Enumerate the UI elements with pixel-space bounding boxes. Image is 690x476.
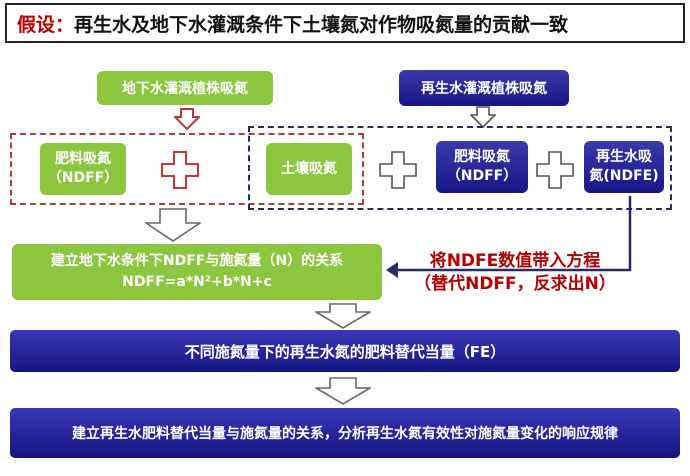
groundwater-uptake-box: 地下水灌溉植株吸氮 xyxy=(97,71,273,105)
down-arrow-icon xyxy=(174,108,200,130)
ndff-label: （NDFF） xyxy=(47,170,119,186)
equation-description: 建立地下水条件下NDFF与施氮量（N）的关系 xyxy=(50,253,344,269)
fertilizer-uptake-label: 肥料吸氮 xyxy=(454,149,510,166)
plus-icon xyxy=(378,150,418,190)
title-prefix: 假设： xyxy=(17,13,75,36)
note-line1: 将NDFE数值带入方程 xyxy=(429,251,601,271)
down-arrow-icon xyxy=(315,377,371,405)
fertilizer-uptake-label: 肥料吸氮 xyxy=(55,151,111,168)
recycled-water-uptake-box: 再生水吸 氮(NDFE) xyxy=(584,141,664,193)
groundwater-uptake-label: 地下水灌溉植株吸氮 xyxy=(122,81,248,97)
title-text: 再生水及地下水灌溉条件下土壤氮对作物吸氮量的贡献一致 xyxy=(74,13,569,36)
ndfe-label: 氮(NDFE) xyxy=(589,168,659,184)
fertilizer-uptake-box-right: 肥料吸氮 （NDFF） xyxy=(436,141,528,193)
substitution-note: 将NDFE数值带入方程 （替代NDFF，反求出N） xyxy=(400,250,630,298)
down-arrow-icon xyxy=(145,208,201,242)
recycled-uptake-box: 再生水灌溉植株吸氮 xyxy=(399,70,569,106)
down-arrow-icon xyxy=(470,106,496,128)
soil-uptake-box: 土壤吸氮 xyxy=(266,143,352,195)
soil-uptake-label: 土壤吸氮 xyxy=(281,160,337,177)
fe-bar-label: 不同施氮量下的再生水氮的肥料替代当量（FE） xyxy=(184,342,506,361)
plus-icon xyxy=(535,150,575,190)
groundwater-components-group xyxy=(10,133,364,205)
ndff-label: （NDFF） xyxy=(446,168,518,184)
equation-formula: NDFF=a*N²+b*N+c xyxy=(122,274,272,290)
relationship-bar: 建立再生水肥料替代当量与施氮量的关系，分析再生水氮有效性对施氮量变化的响应规律 xyxy=(10,408,680,458)
recycled-uptake-label: 再生水灌溉植株吸氮 xyxy=(421,81,547,97)
equation-box: 建立地下水条件下NDFF与施氮量（N）的关系 NDFF=a*N²+b*N+c xyxy=(12,244,382,300)
relationship-bar-label: 建立再生水肥料替代当量与施氮量的关系，分析再生水氮有效性对施氮量变化的响应规律 xyxy=(72,426,618,442)
recycled-water-label: 再生水吸 xyxy=(595,149,652,166)
fe-bar: 不同施氮量下的再生水氮的肥料替代当量（FE） xyxy=(10,330,680,372)
note-line2: （替代NDFF，反求出N） xyxy=(414,273,616,294)
title-box: 假设： 再生水及地下水灌溉条件下土壤氮对作物吸氮量的贡献一致 xyxy=(5,3,685,43)
down-arrow-icon xyxy=(315,303,371,329)
plus-icon xyxy=(160,150,200,190)
fertilizer-uptake-box-left: 肥料吸氮 （NDFF） xyxy=(40,143,126,195)
